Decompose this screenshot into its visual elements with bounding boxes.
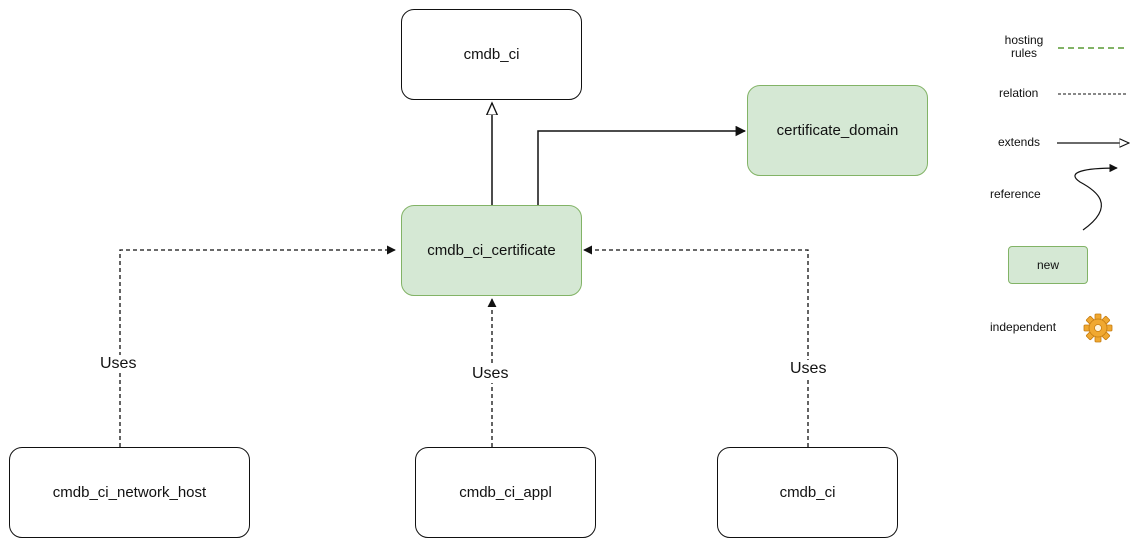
legend-extends-label: extends (998, 135, 1041, 149)
edge-label-uses-left: Uses (98, 355, 139, 373)
legend-independent-label: independent (990, 320, 1057, 334)
edge-label-uses-middle: Uses (470, 365, 511, 383)
gear-icon (1083, 313, 1113, 343)
node-label: certificate_domain (776, 122, 899, 139)
node-label: cmdb_ci_appl (459, 484, 552, 501)
node-label: cmdb_ci_certificate (427, 242, 556, 259)
legend-reference-curve (1074, 163, 1118, 231)
legend-new-swatch: new (1008, 246, 1088, 284)
legend-reference-label: reference (990, 187, 1041, 201)
reference-edge (537, 125, 747, 205)
node-certificate-domain: certificate_domain (747, 85, 928, 176)
legend-relation-label: relation (999, 86, 1039, 100)
node-cmdb-ci-network-host: cmdb_ci_network_host (9, 447, 250, 538)
legend-new-label: new (1036, 258, 1059, 272)
node-cmdb-ci-appl: cmdb_ci_appl (415, 447, 596, 538)
node-cmdb-ci-parent: cmdb_ci (401, 9, 582, 100)
node-cmdb-ci-certificate: cmdb_ci_certificate (401, 205, 582, 296)
relation-edge-left (119, 245, 396, 447)
node-label: cmdb_ci (463, 46, 520, 63)
relation-edge-right (583, 245, 809, 447)
node-cmdb-ci-child: cmdb_ci (717, 447, 898, 538)
node-label: cmdb_ci_network_host (52, 484, 207, 501)
node-label: cmdb_ci (779, 484, 836, 501)
edge-label-uses-right: Uses (788, 360, 829, 378)
legend-hosting-rules-label: hosting rules (998, 34, 1050, 60)
legend-hosting-rules-line1: hosting (1004, 33, 1044, 47)
legend-hosting-rules-line2: rules (1010, 46, 1037, 60)
